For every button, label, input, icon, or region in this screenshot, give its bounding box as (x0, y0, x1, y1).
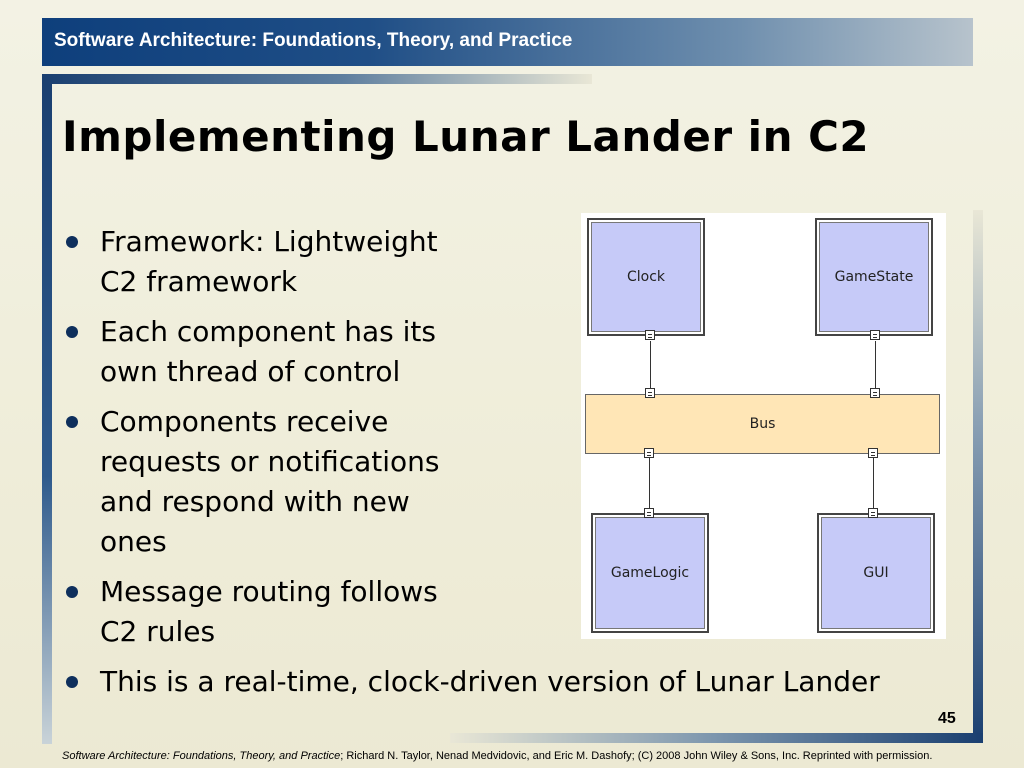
bullet-dot-icon (66, 326, 78, 338)
port-icon (644, 448, 654, 458)
bullet-text: Message routing follows C2 rules (100, 575, 438, 648)
clock-label: Clock (626, 269, 666, 285)
bullet-item: Framework: Lightweight C2 framework (62, 222, 880, 302)
bullet-text: This is a real-time, clock-driven versio… (100, 665, 880, 698)
footer-book-title: Software Architecture: Foundations, Theo… (62, 750, 341, 762)
slide-title: Implementing Lunar Lander in C2 (62, 112, 870, 161)
bullet-dot-icon (66, 676, 78, 688)
page-number: 45 (938, 710, 956, 727)
header-title: Software Architecture: Foundations, Theo… (54, 30, 573, 51)
port-icon (870, 388, 880, 398)
bullet-item: Each component has its own thread of con… (62, 312, 880, 392)
wire-clock-bus (650, 341, 651, 389)
bullet-dot-icon (66, 416, 78, 428)
bullet-item: Message routing follows C2 rules (62, 572, 880, 652)
footer-citation: Software Architecture: Foundations, Theo… (62, 750, 932, 762)
bus-label: Bus (749, 416, 776, 432)
bullet-item: This is a real-time, clock-driven versio… (62, 662, 880, 702)
bullet-list: Framework: Lightweight C2 framework Each… (62, 222, 880, 712)
frame-right-accent (973, 210, 983, 743)
port-icon (868, 448, 878, 458)
bullet-dot-icon (66, 586, 78, 598)
bullet-item: Components receive requests or notificat… (62, 402, 880, 562)
port-icon (868, 508, 878, 518)
bullet-text: Framework: Lightweight C2 framework (100, 225, 438, 298)
c2-architecture-diagram: Clock GameState Bus GameLogic GUI (581, 213, 946, 639)
gui-label: GUI (863, 565, 889, 581)
bullet-dot-icon (66, 236, 78, 248)
gamelogic-label: GameLogic (610, 565, 690, 581)
bullet-text: Each component has its own thread of con… (100, 315, 436, 388)
gamestate-component: GameState (815, 218, 933, 336)
clock-component: Clock (587, 218, 705, 336)
port-icon (645, 388, 655, 398)
wire-bus-gamelogic (649, 458, 650, 508)
frame-left-accent (42, 74, 52, 744)
port-icon (644, 508, 654, 518)
header-bar (42, 18, 973, 66)
footer-credits: ; Richard N. Taylor, Nenad Medvidovic, a… (340, 750, 933, 762)
bus-connector: Bus (585, 394, 940, 454)
frame-bottom-accent (450, 733, 983, 743)
gamelogic-component: GameLogic (591, 513, 709, 633)
port-icon (645, 330, 655, 340)
bullet-text: Components receive requests or notificat… (100, 405, 440, 558)
frame-top-accent (42, 74, 592, 84)
wire-bus-gui (873, 458, 874, 508)
port-icon (870, 330, 880, 340)
gamestate-label: GameState (834, 269, 914, 285)
gui-component: GUI (817, 513, 935, 633)
wire-gamestate-bus (875, 341, 876, 389)
